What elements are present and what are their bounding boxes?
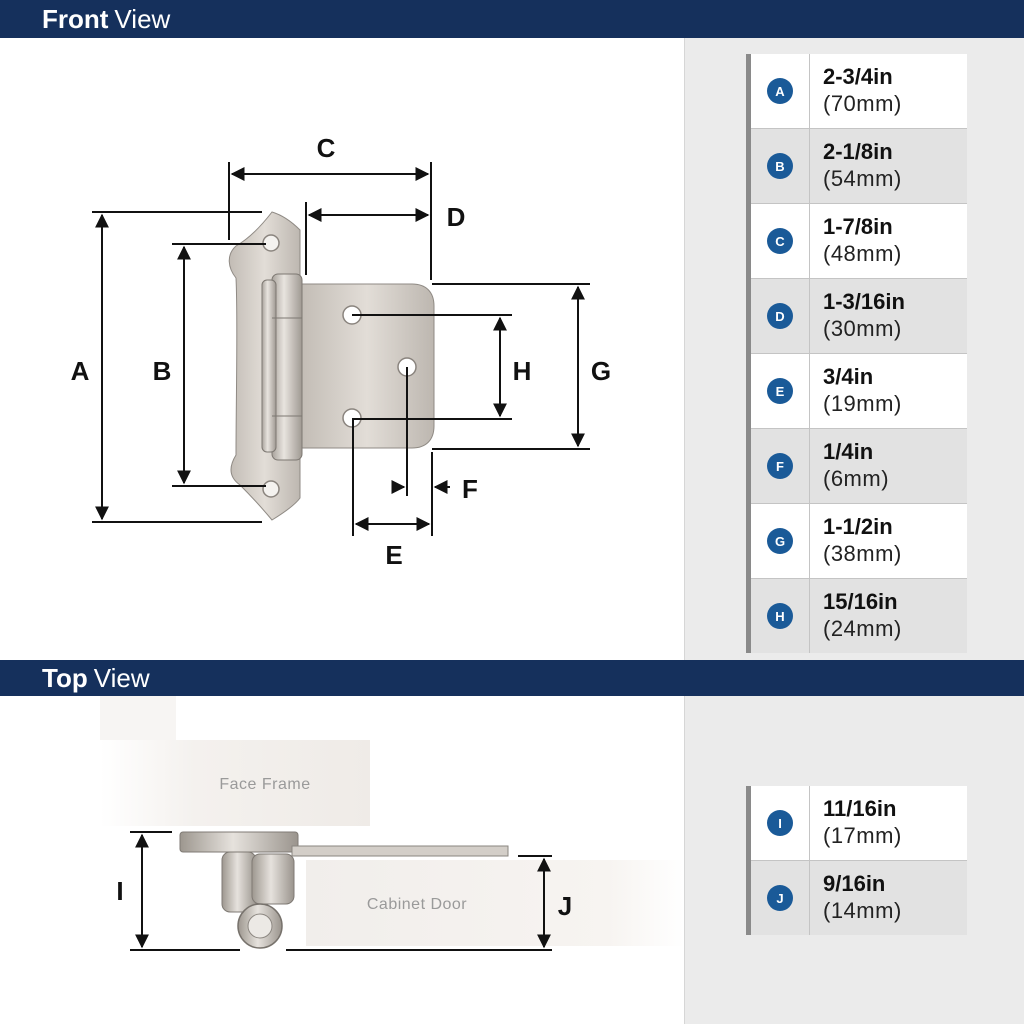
dim-metric-d: (30mm) [823,316,902,341]
dim-badge-d: D [767,303,793,329]
dim-metric-i: (17mm) [823,823,902,848]
cabinet-door-shape [306,860,684,946]
dim-metric-g: (38mm) [823,541,902,566]
top-hinge-door-leaf [291,845,509,857]
dim-imperial-c: 1-7/8in [823,214,893,239]
face-frame-shape [100,740,370,826]
dim-row-c: C 1-7/8in(48mm) [751,204,967,279]
label-e: E [385,540,402,570]
dim-badge-j: J [767,885,793,911]
dim-metric-b: (54mm) [823,166,902,191]
dim-badge-h: H [767,603,793,629]
label-j: J [558,891,572,921]
dim-row-j: J 9/16in(14mm) [751,861,967,935]
dim-badge-c: C [767,228,793,254]
dim-row-g: G 1-1/2in(38mm) [751,504,967,579]
dim-row-d: D 1-3/16in(30mm) [751,279,967,354]
dim-badge-b: B [767,153,793,179]
dim-badge-i: I [767,810,793,836]
dim-imperial-d: 1-3/16in [823,289,905,314]
dim-imperial-f: 1/4in [823,439,874,464]
top-view-title-regular: View [93,662,150,693]
dim-badge-g: G [767,528,793,554]
dim-row-e: E 3/4in(19mm) [751,354,967,429]
label-g: G [591,356,611,386]
front-view-title-regular: View [114,3,171,34]
face-frame-label: Face Frame [219,776,310,793]
dim-metric-h: (24mm) [823,616,902,641]
front-view-diagram: A B C D E F G H [71,133,612,570]
dim-row-i: I 11/16in(17mm) [751,786,967,861]
dim-imperial-b: 2-1/8in [823,139,893,164]
top-hinge-plate [179,831,299,853]
label-c: C [317,133,336,163]
dim-row-b: B 2-1/8in(54mm) [751,129,967,204]
dim-imperial-g: 1-1/2in [823,514,893,539]
dim-row-f: F 1/4in(6mm) [751,429,967,504]
dim-metric-c: (48mm) [823,241,902,266]
front-view-title-bold: Front [42,3,109,34]
top-view-diagram: Face Frame Cabinet Door I J [100,696,684,951]
dim-badge-a: A [767,78,793,104]
dim-metric-a: (70mm) [823,91,902,116]
top-view-title-bold: Top [42,662,88,693]
label-b: B [153,356,172,386]
dim-imperial-a: 2-3/4in [823,64,893,89]
cabinet-door-label: Cabinet Door [367,896,467,913]
label-f: F [462,474,478,504]
dim-imperial-j: 9/16in [823,871,886,896]
label-d: D [447,202,466,232]
top-hinge-body [221,851,257,913]
label-h: H [513,356,532,386]
label-a: A [71,356,90,386]
dim-row-a: A 2-3/4in(70mm) [751,54,967,129]
hinge-screw-hole-bottom [262,480,280,498]
top-dims-table: I 11/16in(17mm) J 9/16in(14mm) [746,786,967,935]
dim-imperial-h: 15/16in [823,589,898,614]
dim-imperial-e: 3/4in [823,364,874,389]
front-dims-table: A 2-3/4in(70mm) B 2-1/8in(54mm) C 1-7/8i… [746,54,967,653]
dim-row-h: H 15/16in(24mm) [751,579,967,653]
label-i: I [116,876,123,906]
dim-badge-e: E [767,378,793,404]
dim-metric-j: (14mm) [823,898,902,923]
hinge-door-leaf [299,283,435,449]
hinge-spring [261,279,277,453]
dim-imperial-i: 11/16in [823,796,897,821]
dim-metric-f: (6mm) [823,466,890,491]
dim-badge-f: F [767,453,793,479]
dim-metric-e: (19mm) [823,391,902,416]
